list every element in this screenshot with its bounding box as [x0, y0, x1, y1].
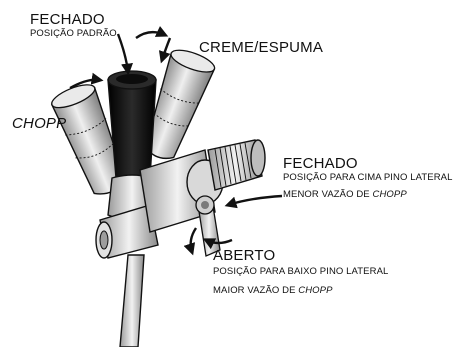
open-title: ABERTO [213, 247, 276, 264]
open-line2: MAIOR VAZÃO DE CHOPP [213, 286, 333, 296]
closed-side-line2-prefix: MENOR VAZÃO DE [283, 189, 373, 200]
cream-foam-label: CREME/ESPUMA [199, 39, 324, 56]
curved-arrow-icon [69, 26, 283, 256]
open-line2-em: CHOPP [298, 285, 333, 296]
cream-foam-handle [144, 49, 216, 160]
closed-default-subtitle: POSIÇÃO PADRÃO [30, 28, 117, 39]
threaded-connector [207, 139, 266, 191]
closed-side-line1: POSIÇÃO PARA CIMA PINO LATERAL [283, 172, 453, 183]
closed-side-line2-em: CHOPP [372, 189, 407, 200]
closed-side-title: FECHADO [283, 155, 358, 172]
vertical-pipe [119, 254, 145, 347]
open-line2-prefix: MAIOR VAZÃO DE [213, 285, 299, 296]
chopp-label: CHOPP [12, 115, 67, 132]
closed-default-title: FECHADO [30, 11, 105, 28]
valve-body [95, 149, 224, 259]
open-line1: POSIÇÃO PARA BAIXO PINO LATERAL [213, 266, 389, 277]
closed-side-line2: MENOR VAZÃO DE CHOPP [283, 190, 407, 200]
